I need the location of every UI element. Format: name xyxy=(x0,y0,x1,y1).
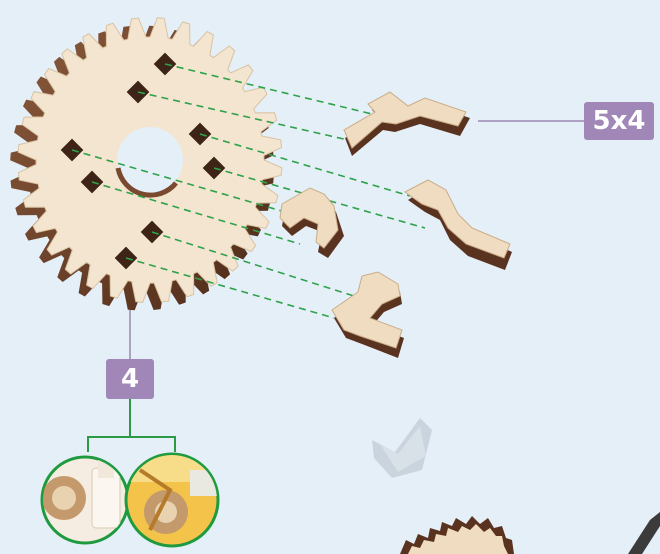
quantity-badge: 5x4 xyxy=(584,102,654,140)
bracket-bottom-icon xyxy=(331,271,404,358)
guide-line xyxy=(199,133,411,197)
bracket-top-icon xyxy=(343,91,470,156)
next-gear-partial xyxy=(400,516,514,554)
next-part-edge xyxy=(628,512,660,554)
guide-line xyxy=(125,257,335,319)
main-gear xyxy=(10,17,283,311)
bracket-middle-icon xyxy=(279,187,344,258)
gear-center-hole xyxy=(117,127,183,193)
down-arrow-icon xyxy=(372,418,432,478)
guide-line xyxy=(71,149,293,215)
detail-bracket-line xyxy=(87,399,176,452)
bracket-right-icon xyxy=(404,179,512,270)
guide-line xyxy=(91,181,301,245)
detail-magnifier-icon xyxy=(40,452,220,548)
step-number-badge: 4 xyxy=(106,359,154,399)
